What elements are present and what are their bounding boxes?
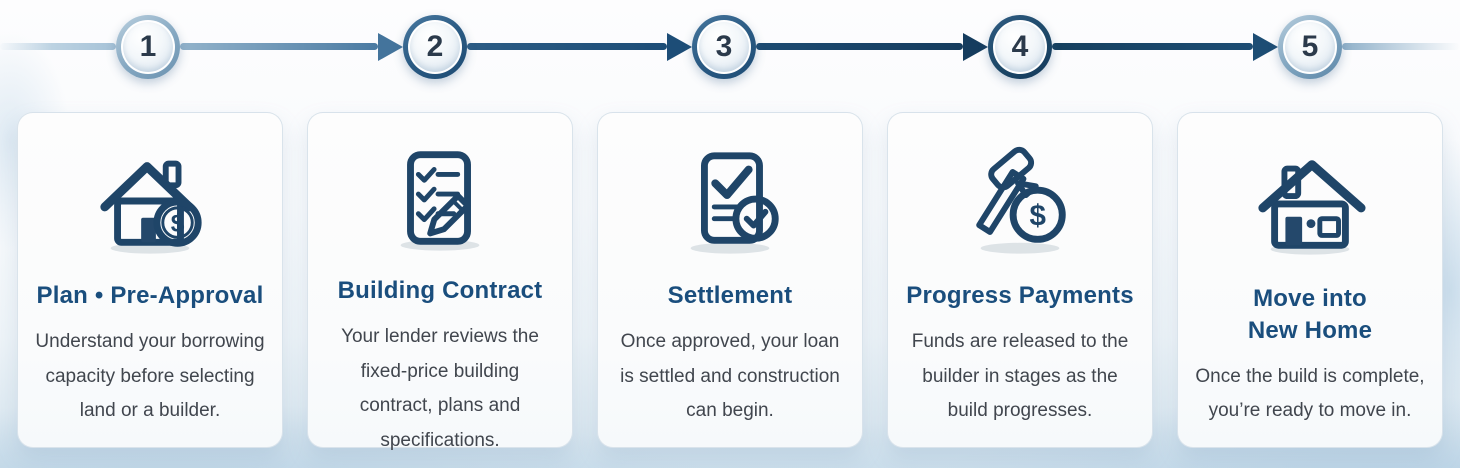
house-dollar-icon: $ xyxy=(91,139,209,262)
arrow-right-icon xyxy=(667,33,692,61)
card-title: Move into New Home xyxy=(1247,285,1373,344)
step-number: 4 xyxy=(1011,30,1029,63)
step-circle-4: 4 xyxy=(988,15,1052,79)
svg-text:$: $ xyxy=(171,210,185,237)
timeline-connector xyxy=(467,43,667,50)
step-card-progress-payments: $ Progress Payments Funds are released t… xyxy=(887,112,1153,448)
step-number: 2 xyxy=(426,30,444,63)
step-number: 5 xyxy=(1301,30,1319,63)
document-approved-icon xyxy=(671,139,789,262)
step-circle-inner: 2 xyxy=(408,20,462,74)
card-description: Once approved, your loan is settled and … xyxy=(620,331,840,422)
card-title: Progress Payments xyxy=(906,282,1134,310)
timeline-connector xyxy=(1342,43,1460,50)
step-circle-5: 5 xyxy=(1278,15,1342,79)
timeline-connector xyxy=(756,43,963,50)
card-description: Understand your borrowing capacity befor… xyxy=(35,331,265,422)
arrow-right-icon xyxy=(963,33,988,61)
card-description: Once the build is complete, you’re ready… xyxy=(1195,365,1425,422)
step-circle-inner: 4 xyxy=(993,20,1047,74)
step-number: 1 xyxy=(139,30,157,63)
timeline-connector xyxy=(180,43,378,50)
card-title: Settlement xyxy=(667,282,793,310)
step-circle-inner: 1 xyxy=(121,20,175,74)
timeline: 1 2 3 4 5 xyxy=(0,0,1460,96)
step-circle-inner: 3 xyxy=(697,20,751,74)
contract-checklist-pencil-icon xyxy=(381,139,499,257)
timeline-connector xyxy=(0,43,116,50)
hammer-money-icon: $ xyxy=(961,139,1079,262)
step-circle-2: 2 xyxy=(403,15,467,79)
step-circle-inner: 5 xyxy=(1283,20,1337,74)
timeline-connector xyxy=(1052,43,1253,50)
step-card-building-contract: Building Contract Your lender reviews th… xyxy=(307,112,573,451)
step-card-settlement: Settlement Once approved, your loan is s… xyxy=(597,112,863,448)
card-description: Your lender reviews the fixed-price buil… xyxy=(341,326,539,451)
arrow-right-icon xyxy=(378,33,403,61)
svg-text:$: $ xyxy=(1029,199,1045,232)
step-circle-3: 3 xyxy=(692,15,756,79)
step-number: 3 xyxy=(715,30,733,63)
new-home-icon xyxy=(1251,139,1369,265)
card-description: Funds are released to the builder in sta… xyxy=(911,331,1129,422)
step-card-plan-pre-approval: $ Plan • Pre-Approval Understand your bo… xyxy=(17,112,283,448)
card-title: Building Contract xyxy=(337,277,543,304)
step-card-move-in: Move into New Home Once the build is com… xyxy=(1177,112,1443,448)
arrow-right-icon xyxy=(1253,33,1278,61)
card-title: Plan • Pre-Approval xyxy=(36,282,264,310)
step-cards: $ Plan • Pre-Approval Understand your bo… xyxy=(17,112,1443,451)
step-circle-1: 1 xyxy=(116,15,180,79)
